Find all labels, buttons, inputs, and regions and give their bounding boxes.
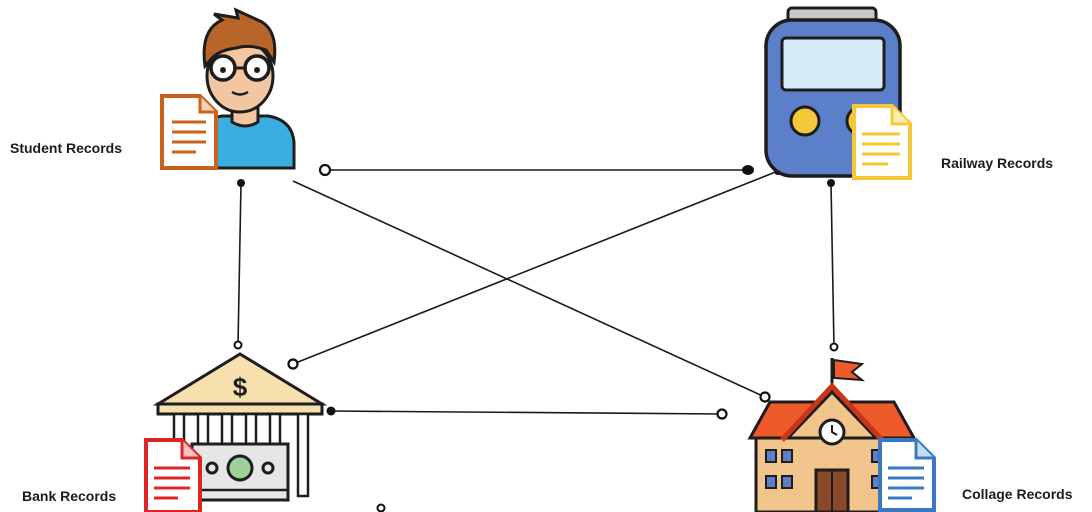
connection-railway-college <box>830 182 835 348</box>
endpoint-dot <box>318 163 332 177</box>
endpoint-dot <box>376 503 386 512</box>
endpoint-dot <box>716 408 728 420</box>
endpoint-dot <box>827 179 835 187</box>
endpoint-dot <box>742 165 754 175</box>
connection-railway-bank <box>292 170 779 365</box>
connections <box>237 169 835 415</box>
bank-with-document-icon: $ <box>144 352 328 512</box>
endpoint-dot <box>326 406 336 416</box>
connection-endpoints <box>233 163 839 512</box>
student-records-label: Student Records <box>10 140 123 156</box>
endpoint-dot <box>759 391 771 403</box>
endpoint-dot <box>829 342 839 352</box>
train-with-document-icon <box>764 6 912 180</box>
connection-student-college <box>292 180 766 398</box>
connection-bank-college <box>330 410 723 415</box>
bank-records-label: Bank Records <box>22 488 117 504</box>
svg-text:$: $ <box>233 372 248 402</box>
endpoint-dot <box>237 179 245 187</box>
student-with-document-icon <box>160 7 296 170</box>
school-building-with-document-icon <box>747 358 936 512</box>
endpoint-dot <box>287 358 299 370</box>
endpoint-dot <box>233 340 243 350</box>
collage-records-label: Collage Records <box>962 486 1073 502</box>
railway-records-label: Railway Records <box>941 155 1054 171</box>
connection-student-bank <box>237 182 242 346</box>
